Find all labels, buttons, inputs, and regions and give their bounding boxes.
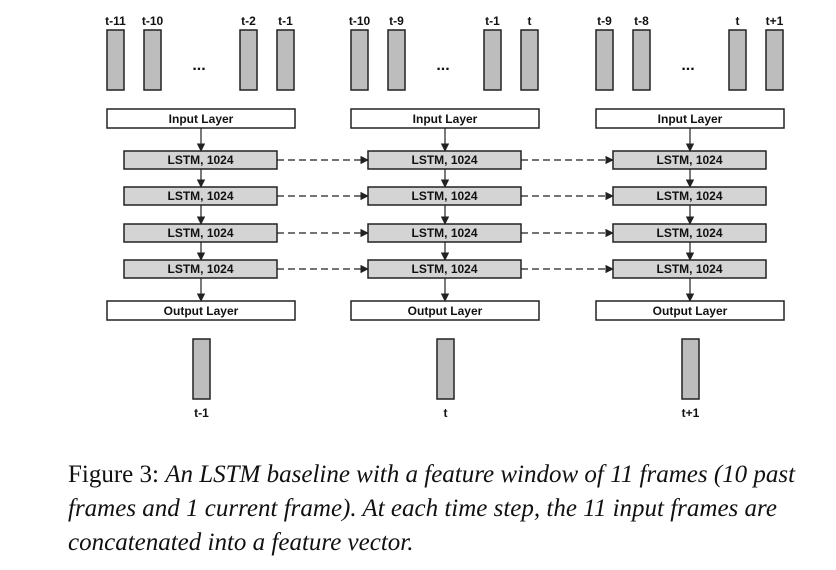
caption-text: An LSTM baseline with a feature window o… [68,461,796,556]
output-layer-label: Output Layer [408,304,483,318]
input-frame-bar [143,29,162,91]
ellipsis: ... [681,57,694,74]
frame-label: t-2 [241,14,256,28]
ellipsis: ... [436,57,449,74]
frame-label: t-10 [349,14,371,28]
input-frame-bar [520,29,539,91]
output-label: t [444,406,448,420]
output-frame-bar [192,338,211,400]
output-frame-bar [681,338,700,400]
frame-label: t [736,14,740,28]
caption-prefix: Figure 3: [68,461,159,488]
output-label: t-1 [194,406,209,420]
input-frame-bar [350,29,369,91]
lstm-layer-label: LSTM, 1024 [167,153,233,167]
frame-label: t [528,14,532,28]
frame-label: t-9 [597,14,612,28]
lstm-layer-label: LSTM, 1024 [656,189,722,203]
output-layer-box [350,300,540,321]
input-frame-bar [387,29,406,91]
lstm-layer-label: LSTM, 1024 [656,153,722,167]
output-layer-label: Output Layer [164,304,239,318]
input-frame-bar [483,29,502,91]
frame-label: t+1 [766,14,784,28]
lstm-layer-label: LSTM, 1024 [411,153,477,167]
frame-label: t-10 [142,14,164,28]
lstm-layer-label: LSTM, 1024 [411,262,477,276]
output-frame-bar [436,338,455,400]
lstm-layer-label: LSTM, 1024 [656,262,722,276]
input-frame-bar [595,29,614,91]
input-layer-label: Input Layer [658,112,723,126]
ellipsis: ... [192,57,205,74]
output-layer-box [106,300,296,321]
input-layer-label: Input Layer [413,112,478,126]
lstm-layer-label: LSTM, 1024 [411,226,477,240]
output-label: t+1 [682,406,700,420]
lstm-layer-label: LSTM, 1024 [167,189,233,203]
input-frame-bar [239,29,258,91]
frame-label: t-8 [634,14,649,28]
input-frame-bar [276,29,295,91]
output-layer-box [595,300,785,321]
frame-label: t-1 [278,14,293,28]
lstm-layer-label: LSTM, 1024 [167,226,233,240]
input-frame-bar [106,29,125,91]
lstm-layer-label: LSTM, 1024 [167,262,233,276]
figure-caption: Figure 3: An LSTM baseline with a featur… [68,458,808,560]
lstm-layer-label: LSTM, 1024 [411,189,477,203]
frame-label: t-9 [389,14,404,28]
input-frame-bar [728,29,747,91]
input-frame-bar [632,29,651,91]
output-layer-label: Output Layer [653,304,728,318]
frame-label: t-1 [485,14,500,28]
input-frame-bar [765,29,784,91]
lstm-layer-label: LSTM, 1024 [656,226,722,240]
input-layer-label: Input Layer [169,112,234,126]
frame-label: t-11 [105,14,126,28]
